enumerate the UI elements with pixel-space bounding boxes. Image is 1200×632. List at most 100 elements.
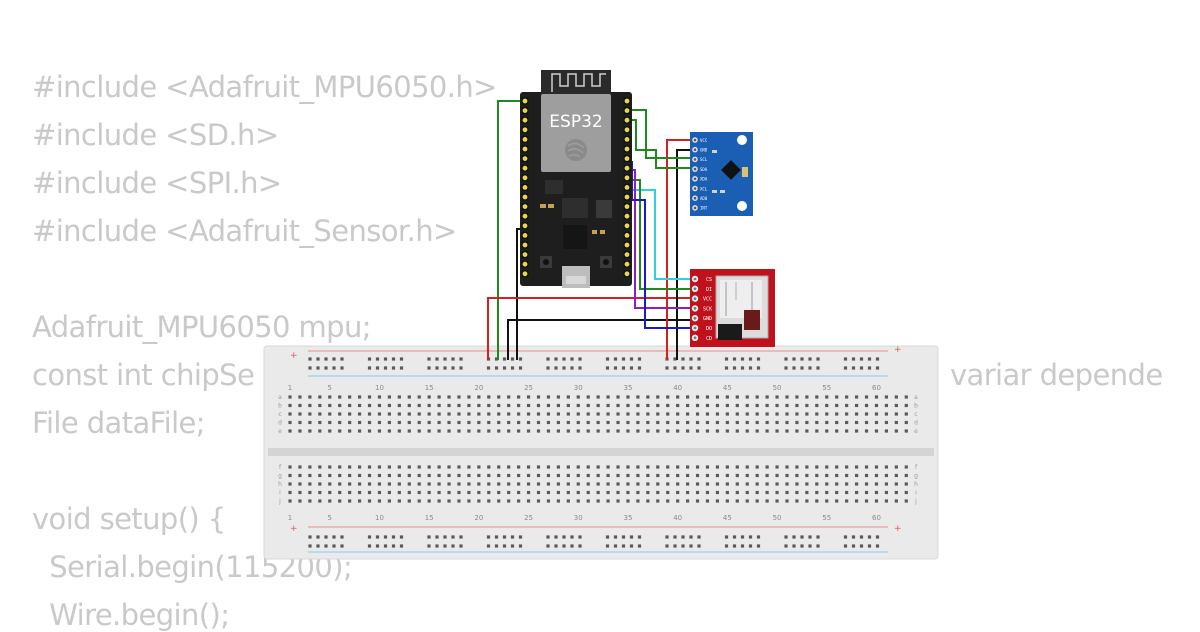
rail-hole[interactable] — [681, 366, 685, 370]
breadboard-hole[interactable] — [497, 420, 501, 425]
breadboard-hole[interactable] — [397, 429, 401, 433]
breadboard-hole[interactable] — [666, 412, 670, 416]
rail-hole[interactable] — [427, 366, 431, 370]
breadboard-hole[interactable] — [705, 429, 710, 433]
rail-hole[interactable] — [494, 357, 499, 361]
breadboard-hole[interactable] — [715, 429, 720, 433]
breadboard-hole[interactable] — [795, 395, 799, 399]
rail-hole[interactable] — [562, 357, 566, 361]
breadboard-hole[interactable] — [686, 412, 690, 416]
breadboard-hole[interactable] — [616, 403, 620, 408]
breadboard-hole[interactable] — [755, 403, 759, 408]
wire-breadboard-red-to-sd-vcc[interactable] — [487, 297, 695, 360]
breadboard-hole[interactable] — [735, 412, 739, 416]
breadboard-hole[interactable] — [626, 499, 630, 503]
breadboard-hole[interactable] — [765, 395, 769, 399]
breadboard-hole[interactable] — [576, 395, 580, 399]
breadboard-hole[interactable] — [904, 499, 908, 503]
breadboard-hole[interactable] — [596, 482, 600, 486]
rail-hole[interactable] — [732, 357, 737, 361]
rail-hole[interactable] — [391, 357, 396, 361]
breadboard-hole[interactable] — [735, 420, 739, 425]
breadboard-hole[interactable] — [636, 465, 640, 469]
breadboard-hole[interactable] — [705, 420, 710, 425]
breadboard-hole[interactable] — [705, 403, 710, 408]
breadboard-hole[interactable] — [526, 429, 531, 433]
breadboard-hole[interactable] — [318, 490, 322, 495]
breadboard-hole[interactable] — [854, 420, 859, 425]
breadboard-hole[interactable] — [656, 403, 660, 408]
breadboard-hole[interactable] — [735, 473, 739, 478]
breadboard-hole[interactable] — [815, 473, 819, 478]
breadboard-hole[interactable] — [377, 395, 382, 399]
breadboard-hole[interactable] — [298, 412, 302, 416]
breadboard-hole[interactable] — [656, 429, 660, 433]
breadboard-hole[interactable] — [427, 473, 431, 478]
rail-hole[interactable] — [697, 535, 701, 539]
breadboard-hole[interactable] — [497, 412, 501, 416]
breadboard-hole[interactable] — [298, 403, 302, 408]
breadboard-hole[interactable] — [745, 465, 749, 469]
breadboard-hole[interactable] — [616, 473, 620, 478]
breadboard-top-rails[interactable] — [308, 357, 880, 370]
breadboard-hole[interactable] — [467, 490, 471, 495]
rail-hole[interactable] — [375, 357, 380, 361]
breadboard-hole[interactable] — [507, 395, 511, 399]
breadboard-hole[interactable] — [686, 420, 690, 425]
rail-hole[interactable] — [459, 366, 463, 370]
breadboard-hole[interactable] — [536, 473, 541, 478]
rail-hole[interactable] — [851, 544, 856, 548]
breadboard-hole[interactable] — [556, 429, 560, 433]
rail-hole[interactable] — [367, 357, 372, 361]
breadboard-hole[interactable] — [318, 465, 322, 469]
breadboard-hole[interactable] — [407, 412, 411, 416]
breadboard-hole[interactable] — [835, 420, 839, 425]
breadboard-hole[interactable] — [854, 465, 859, 469]
breadboard-hole[interactable] — [407, 420, 411, 425]
rail-hole[interactable] — [665, 366, 669, 370]
rail-hole[interactable] — [502, 366, 507, 370]
breadboard-hole[interactable] — [705, 482, 710, 486]
breadboard-hole[interactable] — [586, 429, 590, 433]
rail-hole[interactable] — [340, 544, 344, 548]
breadboard-hole[interactable] — [845, 465, 849, 469]
rail-hole[interactable] — [816, 357, 820, 361]
breadboard-hole[interactable] — [397, 490, 401, 495]
breadboard-hole[interactable] — [576, 473, 580, 478]
breadboard-hole[interactable] — [397, 403, 401, 408]
breadboard-hole[interactable] — [715, 395, 720, 399]
breadboard-hole[interactable] — [606, 403, 610, 408]
rail-hole[interactable] — [375, 366, 380, 370]
breadboard-hole[interactable] — [835, 412, 839, 416]
breadboard-hole[interactable] — [606, 499, 610, 503]
rail-hole[interactable] — [621, 544, 626, 548]
breadboard-hole[interactable] — [646, 412, 650, 416]
breadboard-hole[interactable] — [576, 412, 580, 416]
breadboard-hole[interactable] — [338, 403, 342, 408]
breadboard-hole[interactable] — [765, 403, 769, 408]
breadboard-hole[interactable] — [676, 473, 680, 478]
rail-hole[interactable] — [748, 544, 753, 548]
breadboard-hole[interactable] — [686, 403, 690, 408]
breadboard-hole[interactable] — [556, 490, 560, 495]
breadboard-hole[interactable] — [546, 420, 551, 425]
rail-hole[interactable] — [459, 535, 463, 539]
breadboard-hole[interactable] — [606, 420, 610, 425]
rail-hole[interactable] — [756, 535, 761, 539]
breadboard-hole[interactable] — [646, 465, 650, 469]
breadboard-hole[interactable] — [457, 465, 461, 469]
breadboard-hole[interactable] — [497, 465, 501, 469]
breadboard-hole[interactable] — [427, 465, 431, 469]
breadboard-hole[interactable] — [566, 395, 570, 399]
breadboard-hole[interactable] — [695, 473, 700, 478]
rail-hole[interactable] — [367, 366, 372, 370]
breadboard-hole[interactable] — [377, 473, 382, 478]
breadboard-hole[interactable] — [417, 473, 421, 478]
rail-hole[interactable] — [443, 366, 447, 370]
breadboard-hole[interactable] — [318, 482, 322, 486]
breadboard-hole[interactable] — [606, 412, 610, 416]
breadboard-hole[interactable] — [487, 482, 491, 486]
breadboard-hole[interactable] — [845, 403, 849, 408]
rail-hole[interactable] — [383, 544, 388, 548]
